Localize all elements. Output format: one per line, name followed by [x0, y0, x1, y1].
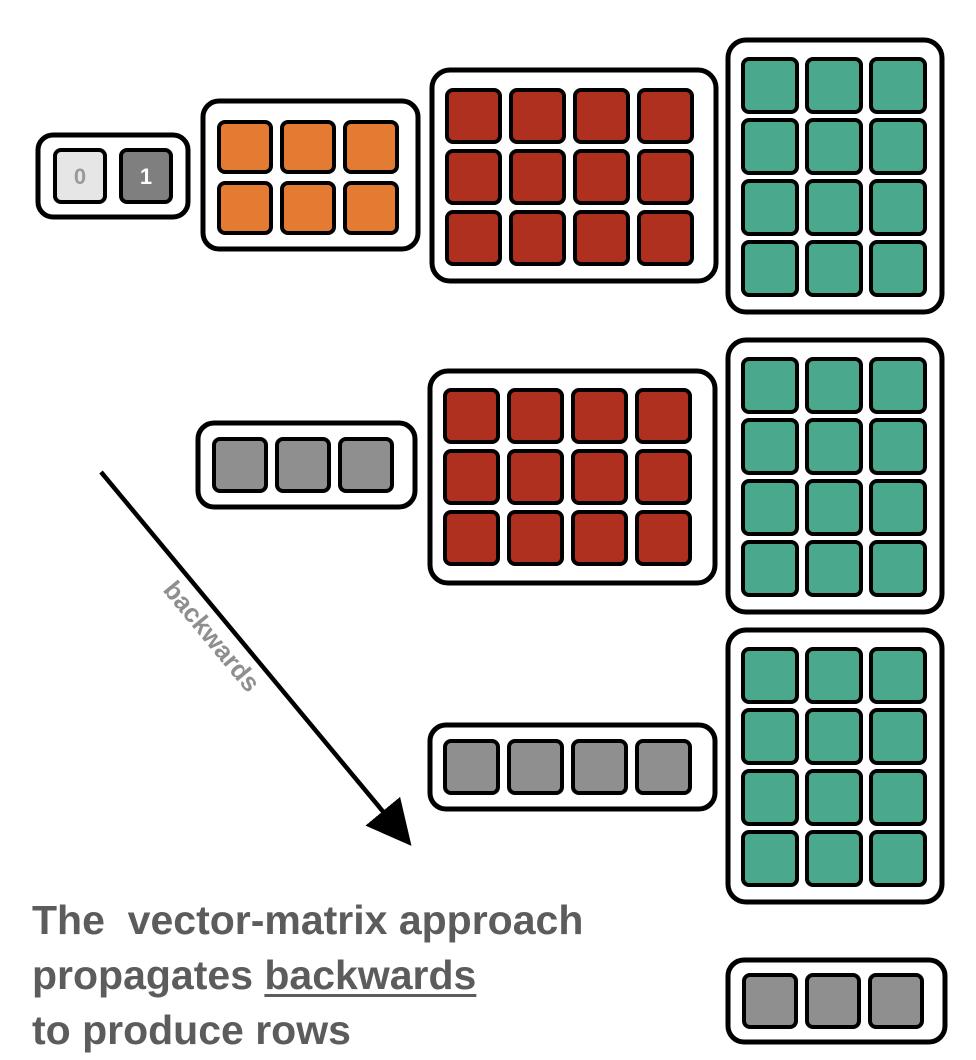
gray-vector-4-cell: [443, 739, 500, 795]
gray-vector-4: [443, 739, 692, 795]
teal-matrix-top-cell: [869, 118, 927, 175]
red-matrix-mid-cell: [443, 388, 500, 444]
orange-matrix-cell: [343, 181, 399, 235]
gray-vector-bottom-cell: [868, 973, 924, 1029]
caption: The vector-matrix approach propagates ba…: [32, 893, 732, 1058]
teal-matrix-top: [741, 57, 927, 297]
teal-matrix-top-cell: [805, 240, 863, 297]
teal-matrix-bottom-cell: [741, 647, 799, 704]
orange-matrix-cell: [280, 120, 336, 174]
teal-matrix-top-cell: [869, 57, 927, 114]
teal-matrix-mid-cell: [869, 540, 927, 597]
teal-matrix-mid-cell: [741, 418, 799, 475]
teal-matrix-mid-cell: [805, 540, 863, 597]
teal-matrix-bottom-cell: [741, 830, 799, 887]
orange-matrix: [217, 120, 399, 235]
caption-line-1: The vector-matrix approach: [32, 897, 584, 943]
red-matrix-mid-cell: [571, 510, 628, 566]
teal-matrix-bottom-cell: [805, 830, 863, 887]
red-matrix-top-cell: [573, 149, 630, 205]
teal-matrix-mid-cell: [741, 479, 799, 536]
gray-vector-4-cell: [571, 739, 628, 795]
orange-matrix-cell: [343, 120, 399, 174]
orange-matrix-cell: [280, 181, 336, 235]
red-matrix-mid-cell: [507, 510, 564, 566]
teal-matrix-top-cell: [805, 118, 863, 175]
teal-matrix-mid-cell: [869, 357, 927, 414]
red-matrix-mid-cell: [571, 449, 628, 505]
red-matrix-mid-cell: [571, 388, 628, 444]
teal-matrix-bottom-cell: [869, 769, 927, 826]
teal-matrix-mid-cell: [805, 357, 863, 414]
teal-matrix-bottom: [741, 647, 927, 887]
selector-cell-1-label: 1: [140, 164, 152, 189]
backwards-arrow-label: backwards: [157, 575, 266, 698]
red-matrix-top-cell: [445, 210, 502, 266]
teal-matrix-mid-cell: [805, 479, 863, 536]
gray-vector-4-cell: [507, 739, 564, 795]
red-matrix-top-cell: [573, 88, 630, 144]
red-matrix-top-cell: [573, 210, 630, 266]
teal-matrix-top-cell: [805, 179, 863, 236]
red-matrix-top-cell: [509, 149, 566, 205]
teal-matrix-mid-cell: [869, 479, 927, 536]
red-matrix-mid-cell: [635, 449, 692, 505]
red-matrix-top: [445, 88, 694, 266]
teal-matrix-bottom-cell: [741, 708, 799, 765]
gray-vector-3-bottom: [742, 973, 924, 1029]
teal-matrix-mid-cell: [741, 357, 799, 414]
teal-matrix-bottom-cell: [869, 647, 927, 704]
gray-vector-mid-cell: [275, 437, 331, 493]
teal-matrix-bottom-cell: [741, 769, 799, 826]
teal-matrix-top-cell: [741, 57, 799, 114]
orange-matrix-cell: [217, 120, 273, 174]
selector-cell-0: [53, 148, 107, 204]
caption-underlined-word: backwards: [264, 952, 477, 998]
teal-matrix-mid-cell: [869, 418, 927, 475]
red-matrix-mid-cell: [635, 388, 692, 444]
gray-vector-3-mid: [212, 437, 394, 493]
caption-line-3: to produce rows: [32, 1007, 351, 1053]
gray-vector-bottom-cell: [742, 973, 798, 1029]
caption-line-2-prefix: propagates: [32, 952, 265, 998]
red-matrix-top-cell: [509, 88, 566, 144]
red-matrix-mid-cell: [443, 510, 500, 566]
red-matrix-mid: [443, 388, 692, 566]
teal-matrix-bottom-cell: [805, 647, 863, 704]
teal-matrix-mid-cell: [741, 540, 799, 597]
red-matrix-top-cell: [637, 149, 694, 205]
teal-matrix-top-cell: [805, 57, 863, 114]
red-matrix-mid-cell: [443, 449, 500, 505]
red-matrix-mid-cell: [507, 388, 564, 444]
red-matrix-mid-cell: [507, 449, 564, 505]
teal-matrix-bottom-cell: [805, 769, 863, 826]
teal-matrix-top-cell: [741, 118, 799, 175]
selector-cell-1: [119, 148, 173, 204]
teal-matrix-top-cell: [869, 240, 927, 297]
gray-vector-mid-cell: [212, 437, 268, 493]
red-matrix-top-cell: [509, 210, 566, 266]
caption-line-2: propagates backwards: [32, 948, 732, 1003]
teal-matrix-bottom-cell: [805, 708, 863, 765]
red-matrix-top-cell: [637, 210, 694, 266]
gray-vector-mid-cell: [338, 437, 394, 493]
selector-cell-0-label: 0: [74, 164, 86, 189]
red-matrix-top-cell: [445, 149, 502, 205]
teal-matrix-bottom-cell: [869, 708, 927, 765]
teal-matrix-top-cell: [741, 240, 799, 297]
gray-vector-bottom-cell: [805, 973, 861, 1029]
orange-matrix-cell: [217, 181, 273, 235]
backwards-arrow: [99, 470, 412, 846]
red-matrix-mid-cell: [635, 510, 692, 566]
teal-matrix-mid: [741, 357, 927, 597]
gray-vector-4-cell: [635, 739, 692, 795]
teal-matrix-mid-cell: [805, 418, 863, 475]
red-matrix-top-cell: [445, 88, 502, 144]
teal-matrix-bottom-cell: [869, 830, 927, 887]
teal-matrix-top-cell: [869, 179, 927, 236]
teal-matrix-top-cell: [741, 179, 799, 236]
red-matrix-top-cell: [637, 88, 694, 144]
